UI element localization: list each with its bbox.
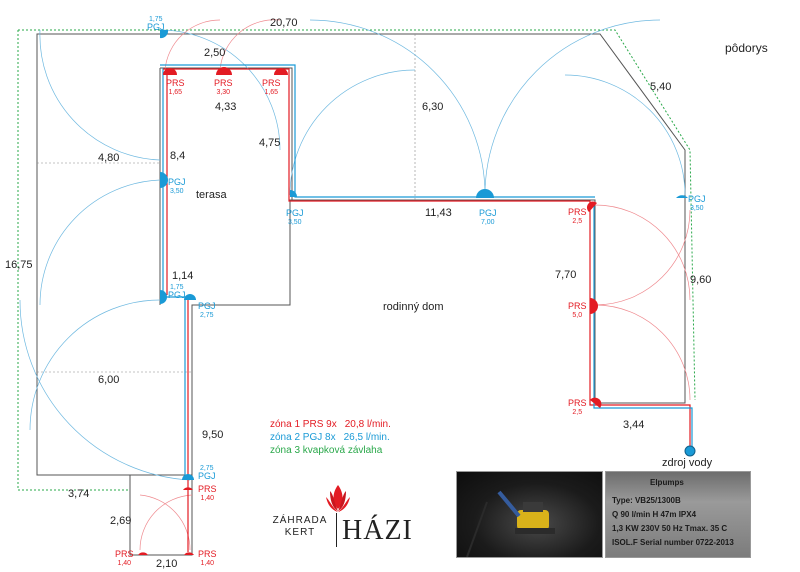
dimension-label: 1,14 bbox=[172, 270, 194, 282]
logo-divider bbox=[336, 513, 337, 547]
prs-arc bbox=[594, 209, 691, 306]
legend-zone3: zóna 3 kvapková závlaha bbox=[270, 445, 383, 456]
dimension-label: 4,33 bbox=[215, 101, 237, 113]
logo-name: HÁZI bbox=[342, 515, 413, 546]
dimension-label: 4,75 bbox=[259, 137, 281, 149]
dimension-label: 9,60 bbox=[690, 274, 712, 286]
dimension-label: 20,70 bbox=[270, 17, 298, 29]
house-outline bbox=[36, 33, 686, 476]
pgj-arc bbox=[309, 19, 486, 196]
page-title: pôdorys bbox=[725, 41, 768, 55]
dimension-label: 5,40 bbox=[650, 81, 672, 93]
pipe-zone2-right bbox=[593, 205, 693, 450]
prs-arc bbox=[594, 204, 691, 301]
pgj-head bbox=[676, 195, 688, 198]
plate-brand: Elpumps bbox=[650, 478, 684, 487]
pgj-arc bbox=[564, 74, 686, 196]
prs-arc bbox=[164, 19, 221, 71]
pgj-head bbox=[182, 474, 194, 480]
pgj-head bbox=[476, 189, 494, 198]
prs-head bbox=[590, 397, 602, 408]
prs-head bbox=[138, 552, 148, 555]
prs-head bbox=[590, 298, 598, 314]
bottom-wing bbox=[129, 475, 193, 556]
prs-head bbox=[163, 68, 177, 75]
prs-arc bbox=[594, 304, 691, 401]
pgj-head bbox=[160, 172, 168, 188]
pump-nameplate-photo: Elpumps Type: VB25/1300B Q 90 l/min H 47… bbox=[605, 471, 751, 558]
prs-head bbox=[183, 487, 193, 490]
dimension-label: 6,00 bbox=[98, 374, 120, 386]
dimension-label: 9,50 bbox=[202, 429, 224, 441]
plate-type: Type: VB25/1300B bbox=[612, 496, 681, 505]
dimension-label: 11,43 bbox=[425, 207, 452, 219]
pgj-arc bbox=[484, 19, 661, 196]
dimension-label: 8,4 bbox=[170, 150, 186, 162]
room-label-terrace: terasa bbox=[196, 189, 227, 201]
plate-serial: ISOL.F Serial number 0722-2013 bbox=[612, 538, 734, 547]
dimension-label: 2,50 bbox=[204, 47, 226, 59]
dimension-label: 2,10 bbox=[156, 558, 178, 570]
pgj-head bbox=[160, 290, 167, 304]
pump-icon bbox=[466, 490, 555, 557]
pipe-zone2 bbox=[160, 64, 595, 475]
dimension-label: 3,74 bbox=[68, 488, 90, 500]
pgj-arc bbox=[39, 29, 161, 161]
pgj-head bbox=[184, 294, 196, 300]
prs-arc bbox=[139, 494, 191, 551]
prs-head bbox=[586, 201, 597, 212]
prs-head bbox=[184, 552, 194, 555]
pgj-head bbox=[290, 190, 297, 197]
dimension-label: 16,75 bbox=[5, 259, 33, 271]
pgj-arc bbox=[29, 299, 161, 431]
pgj-head bbox=[160, 30, 169, 39]
plate-power: 1,3 KW 230V 50 Hz Tmax. 35 C bbox=[612, 524, 728, 533]
pgj-arc bbox=[19, 299, 191, 481]
dimension-label: 4,80 bbox=[98, 152, 120, 164]
dimension-label: 3,44 bbox=[623, 419, 645, 431]
prs-head bbox=[216, 67, 232, 75]
pump-photo bbox=[456, 471, 603, 558]
water-source-label: zdroj vody bbox=[662, 457, 713, 469]
prs-head bbox=[274, 68, 288, 75]
prs-arc bbox=[219, 19, 281, 71]
prs-arc bbox=[139, 494, 193, 551]
dimension-label: 6,30 bbox=[422, 101, 444, 113]
room-label-house: rodinný dom bbox=[383, 301, 444, 313]
plate-flow: Q 90 l/min H 47m IPX4 bbox=[612, 510, 697, 519]
dimension-label: 2,69 bbox=[110, 515, 132, 527]
water-source-icon bbox=[684, 445, 696, 457]
tulip-logo-icon bbox=[326, 485, 350, 512]
pgj-arc bbox=[289, 69, 416, 196]
dimension-label: 7,70 bbox=[555, 269, 577, 281]
pgj-arc bbox=[39, 179, 161, 306]
